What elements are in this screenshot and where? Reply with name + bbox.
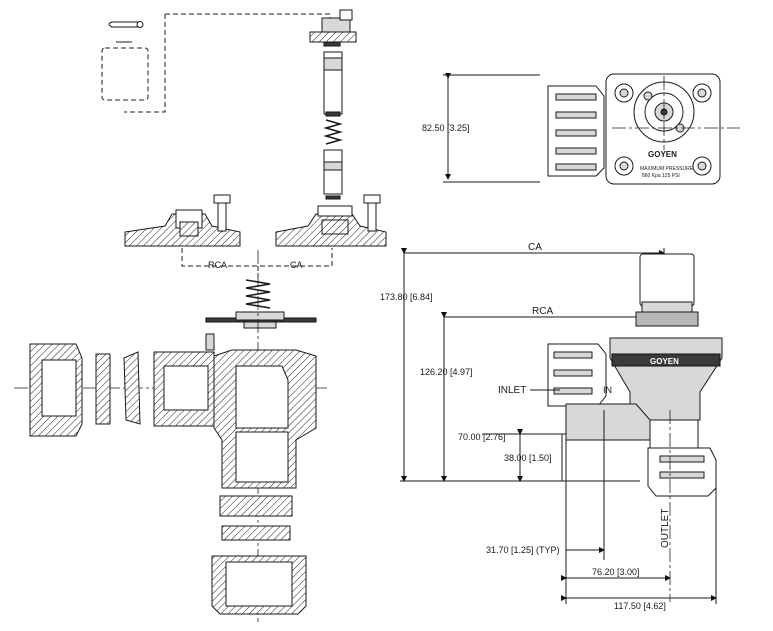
spring-icon (245, 279, 271, 309)
inlet-ring (95, 353, 111, 425)
valve-cover-left (124, 194, 241, 247)
dim-rca-label: RCA (532, 306, 553, 317)
dim-offset-typ: 31.70 [1.25] (TYP) (486, 545, 560, 555)
inlet-stub-label: IN (603, 385, 612, 395)
armature-tube (323, 51, 343, 200)
side-brand-text: GOYEN (650, 357, 679, 366)
pilot-head (309, 9, 357, 47)
top-view: 82.50 [3.25] GOYEN MAXIMUM PRESSURE 860 … (422, 73, 740, 185)
inlet-nut (29, 343, 83, 437)
dim-width-mid: 76.20 [3.00] (592, 567, 640, 577)
exploded-rca-label: RCA (208, 260, 227, 270)
dim-ca-label: CA (528, 242, 542, 253)
exploded-view: RCA CA (14, 9, 387, 622)
valve-cover-right (275, 194, 387, 247)
dim-inlet-height: 126.20 [4.97] (420, 367, 473, 377)
top-pressure-line2: 860 Kpa 125 PSI (642, 173, 680, 179)
dim-width-total: 117.50 [4.62] (614, 601, 666, 611)
outlet-ferrule (219, 495, 293, 517)
exploded-ca-label: CA (290, 260, 303, 270)
dim-outlet-base: 38.00 [1.50] (504, 453, 552, 463)
coil-housing (639, 253, 695, 307)
dim-outlet-height: 70.00 [2.76] (458, 432, 506, 442)
outlet-nut (211, 555, 307, 615)
outlet-ring (221, 525, 291, 541)
valve-body (153, 333, 317, 489)
top-pressure-line1: MAXIMUM PRESSURE (640, 166, 694, 172)
dim-overall-height: 173.80 [6.84] (380, 292, 433, 302)
coil-outline (101, 47, 149, 101)
inlet-label: INLET (498, 385, 526, 396)
side-view: CA RCA 173.80 [6.84] 126.20 [4.97] 70.00… (380, 242, 723, 611)
diaphragm (205, 311, 317, 329)
outlet-label: OUTLET (660, 509, 671, 548)
dim-top-height: 82.50 [3.25] (422, 123, 470, 133)
inlet-ferrule (123, 351, 141, 425)
clip-icon (108, 21, 144, 28)
top-brand-text: GOYEN (648, 150, 677, 159)
